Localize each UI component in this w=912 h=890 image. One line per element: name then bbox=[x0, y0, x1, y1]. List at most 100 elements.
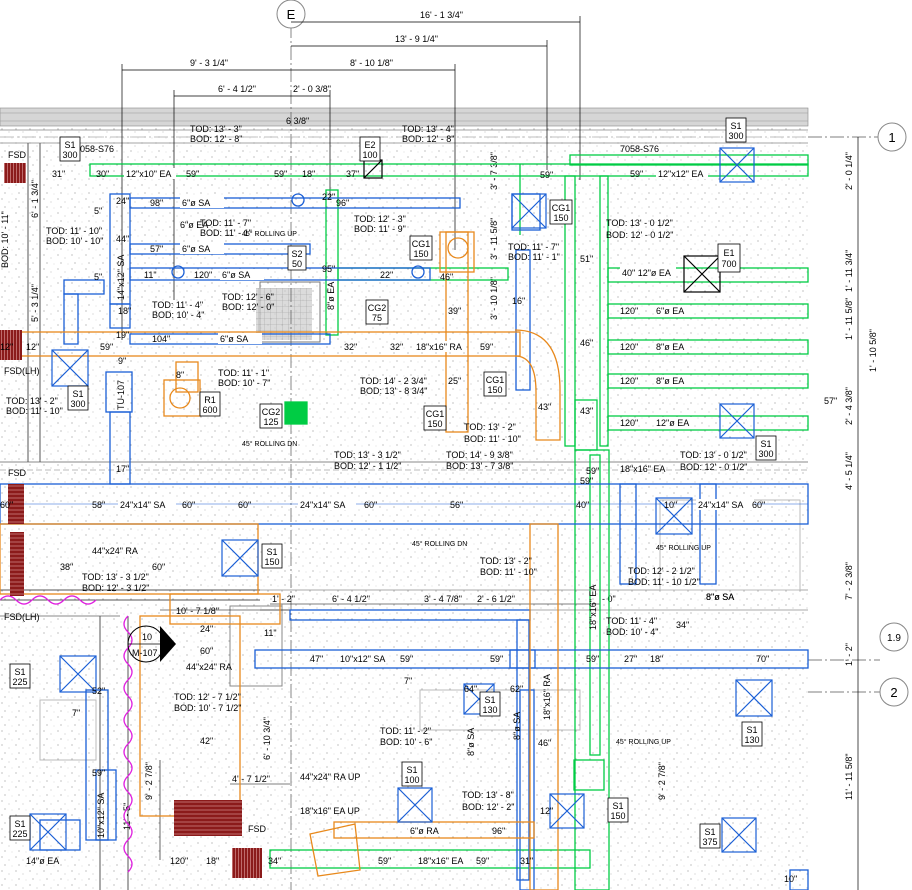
svg-text:150: 150 bbox=[413, 249, 428, 259]
svg-text:10": 10" bbox=[664, 500, 677, 510]
svg-text:TOD: 13' - 2": TOD: 13' - 2" bbox=[464, 422, 516, 432]
svg-text:39": 39" bbox=[448, 306, 461, 316]
section-marker bbox=[127, 625, 176, 663]
svg-text:BOD: 12' - 0": BOD: 12' - 0" bbox=[222, 302, 274, 312]
svg-text:S1: S1 bbox=[14, 667, 25, 677]
svg-text:150: 150 bbox=[427, 419, 442, 429]
ceiling-band bbox=[0, 107, 809, 144]
svg-text:60": 60" bbox=[364, 500, 377, 510]
grid-bubble-e: E bbox=[276, 0, 306, 29]
svg-text:59": 59" bbox=[100, 342, 113, 352]
svg-text:FSD: FSD bbox=[8, 150, 27, 160]
svg-text:BOD: 10' - 6": BOD: 10' - 6" bbox=[380, 737, 432, 747]
svg-text:12"ø EA: 12"ø EA bbox=[656, 418, 689, 428]
svg-text:60": 60" bbox=[200, 646, 213, 656]
svg-text:TOD: 12' - 3": TOD: 12' - 3" bbox=[354, 214, 406, 224]
svg-text:TOD: 11' - 2": TOD: 11' - 2" bbox=[380, 726, 431, 736]
svg-text:59": 59" bbox=[490, 654, 503, 664]
svg-text:6"ø SA: 6"ø SA bbox=[220, 334, 248, 344]
svg-text:42": 42" bbox=[200, 736, 213, 746]
svg-text:37": 37" bbox=[346, 169, 359, 179]
svg-text:150: 150 bbox=[487, 385, 502, 395]
svg-text:10"x12" SA: 10"x12" SA bbox=[340, 654, 385, 664]
svg-text:18": 18" bbox=[118, 306, 131, 316]
dimension-strings-top: 16' - 1 3/4" 13' - 9 1/4" 9' - 3 1/4" 8'… bbox=[121, 10, 581, 340]
svg-text:8"ø SA: 8"ø SA bbox=[466, 728, 476, 756]
svg-text:40" 12"ø EA: 40" 12"ø EA bbox=[622, 268, 671, 278]
notes: 45° ROLLING UP 45° ROLLING DN 45° ROLLIN… bbox=[4, 144, 711, 834]
svg-text:CG1: CG1 bbox=[486, 375, 505, 385]
svg-text:BOD: 12' - 8": BOD: 12' - 8" bbox=[402, 134, 454, 144]
svg-text:BOD: 11' - 9": BOD: 11' - 9" bbox=[354, 224, 406, 234]
svg-text:12": 12" bbox=[26, 342, 39, 352]
svg-text:18"x16" RA: 18"x16" RA bbox=[416, 342, 462, 352]
svg-text:45° ROLLING UP: 45° ROLLING UP bbox=[656, 544, 711, 552]
svg-text:9' - 2 7/8": 9' - 2 7/8" bbox=[144, 762, 154, 800]
svg-text:8"ø EA: 8"ø EA bbox=[656, 376, 684, 386]
svg-text:1' - 10 5/8": 1' - 10 5/8" bbox=[868, 329, 878, 372]
svg-text:S1: S1 bbox=[730, 121, 741, 131]
svg-text:FSD(LH): FSD(LH) bbox=[4, 366, 40, 376]
svg-text:150: 150 bbox=[264, 557, 279, 567]
svg-text:24": 24" bbox=[200, 624, 213, 634]
svg-text:30": 30" bbox=[96, 169, 109, 179]
svg-text:7058-S76: 7058-S76 bbox=[620, 144, 659, 154]
svg-text:S1: S1 bbox=[14, 819, 25, 829]
svg-text:3' - 11 5/8": 3' - 11 5/8" bbox=[489, 218, 499, 260]
svg-text:3' - 4 7/8": 3' - 4 7/8" bbox=[424, 594, 462, 604]
svg-text:TOD: 11' - 4": TOD: 11' - 4" bbox=[606, 616, 657, 626]
svg-text:57": 57" bbox=[150, 244, 163, 254]
svg-text:225: 225 bbox=[12, 829, 27, 839]
svg-text:10": 10" bbox=[784, 874, 797, 884]
svg-text:TOD: 13' - 2": TOD: 13' - 2" bbox=[6, 396, 58, 406]
svg-text:300: 300 bbox=[62, 150, 77, 160]
svg-text:16' - 1 3/4": 16' - 1 3/4" bbox=[420, 10, 463, 20]
dimension-strings-misc: 6' - 1 3/4" BOD: 10' - 11" 5' - 3 1/4" 3… bbox=[0, 152, 667, 860]
svg-text:59": 59" bbox=[586, 466, 599, 476]
svg-text:18"x16" EA: 18"x16" EA bbox=[418, 856, 463, 866]
svg-text:BOD: 11' - 1": BOD: 11' - 1" bbox=[200, 228, 252, 238]
svg-text:S1: S1 bbox=[746, 725, 757, 735]
svg-text:2' - 0 1/4": 2' - 0 1/4" bbox=[844, 152, 854, 190]
svg-text:BOD: 10' - 11": BOD: 10' - 11" bbox=[0, 211, 10, 268]
svg-text:46": 46" bbox=[538, 738, 551, 748]
svg-text:62": 62" bbox=[510, 684, 523, 694]
svg-text:57": 57" bbox=[824, 396, 837, 406]
svg-text:BOD: 10' - 10": BOD: 10' - 10" bbox=[46, 236, 103, 246]
svg-text:225: 225 bbox=[12, 677, 27, 687]
svg-text:18"x16" EA: 18"x16" EA bbox=[620, 464, 665, 474]
svg-text:45° ROLLING DN: 45° ROLLING DN bbox=[242, 440, 297, 448]
svg-text:058-S76: 058-S76 bbox=[80, 144, 114, 154]
svg-text:CG2: CG2 bbox=[368, 303, 387, 313]
svg-text:9": 9" bbox=[118, 356, 126, 366]
svg-text:3' - 10 1/8": 3' - 10 1/8" bbox=[489, 277, 499, 320]
svg-text:43": 43" bbox=[538, 402, 551, 412]
svg-text:5' - 3 1/4": 5' - 3 1/4" bbox=[30, 284, 40, 322]
svg-text:40": 40" bbox=[576, 500, 589, 510]
svg-text:BOD: 10' - 7 1/2": BOD: 10' - 7 1/2" bbox=[174, 703, 241, 713]
svg-text:22": 22" bbox=[322, 192, 335, 202]
svg-text:46": 46" bbox=[440, 272, 453, 282]
svg-text:46": 46" bbox=[580, 338, 593, 348]
svg-text:FSD(LH): FSD(LH) bbox=[4, 612, 40, 622]
svg-text:4' - 5 1/4": 4' - 5 1/4" bbox=[844, 452, 854, 490]
svg-text:59": 59" bbox=[586, 654, 599, 664]
svg-text:1' - 11 5/8": 1' - 11 5/8" bbox=[844, 298, 854, 340]
svg-text:S1: S1 bbox=[760, 439, 771, 449]
svg-text:96": 96" bbox=[336, 198, 349, 208]
grid-bubble-1-9: 1.9 bbox=[879, 622, 909, 652]
svg-text:8"ø SA: 8"ø SA bbox=[706, 592, 734, 602]
svg-text:CG1: CG1 bbox=[552, 203, 571, 213]
